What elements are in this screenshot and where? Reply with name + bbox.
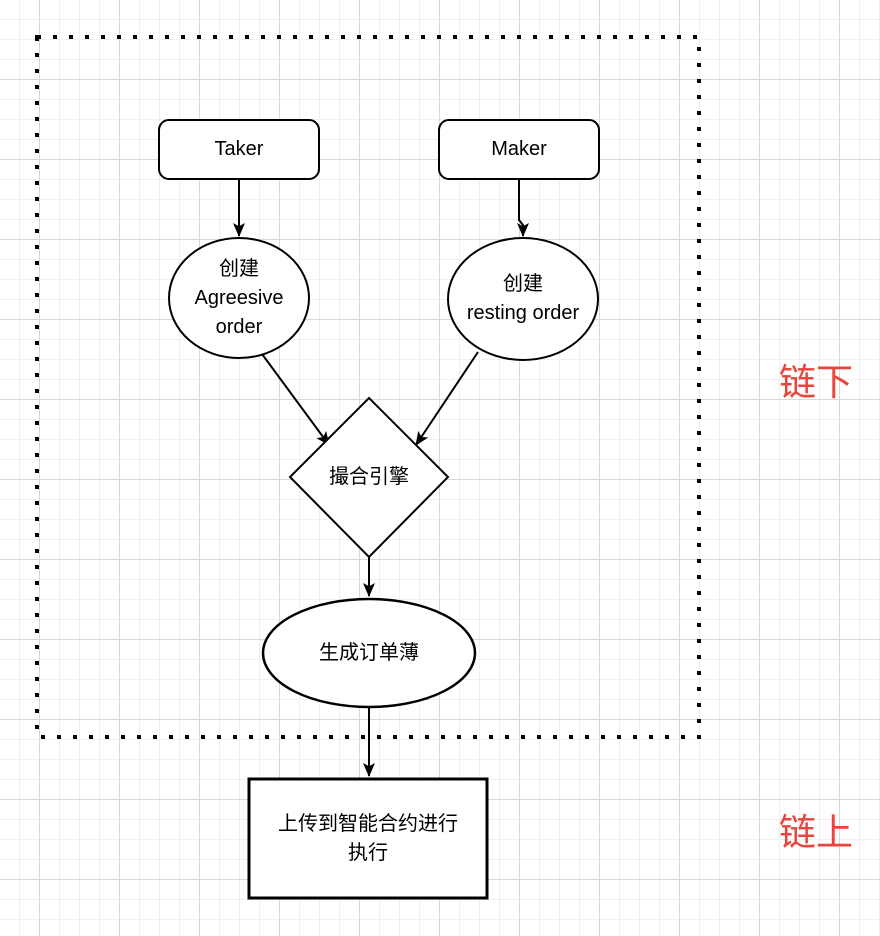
- resting-order-node[interactable]: [447, 237, 599, 361]
- edge-maker-to-resting-order[interactable]: [517, 179, 529, 237]
- upload-execute-node[interactable]: [247, 777, 489, 900]
- offchain-boundary-box[interactable]: [35, 35, 701, 739]
- aggressive-order-node[interactable]: [168, 237, 310, 359]
- edge-aggressive-order-to-matching-engine[interactable]: [261, 353, 330, 446]
- offchain-zone-label[interactable]: 链下: [779, 362, 853, 403]
- maker-node[interactable]: [438, 119, 600, 180]
- edge-resting-order-to-matching-engine[interactable]: [415, 351, 479, 446]
- taker-node[interactable]: [158, 119, 320, 180]
- matching-engine-node[interactable]: [288, 396, 450, 559]
- onchain-zone-label[interactable]: 链上: [779, 812, 853, 853]
- order-book-node[interactable]: [261, 597, 477, 709]
